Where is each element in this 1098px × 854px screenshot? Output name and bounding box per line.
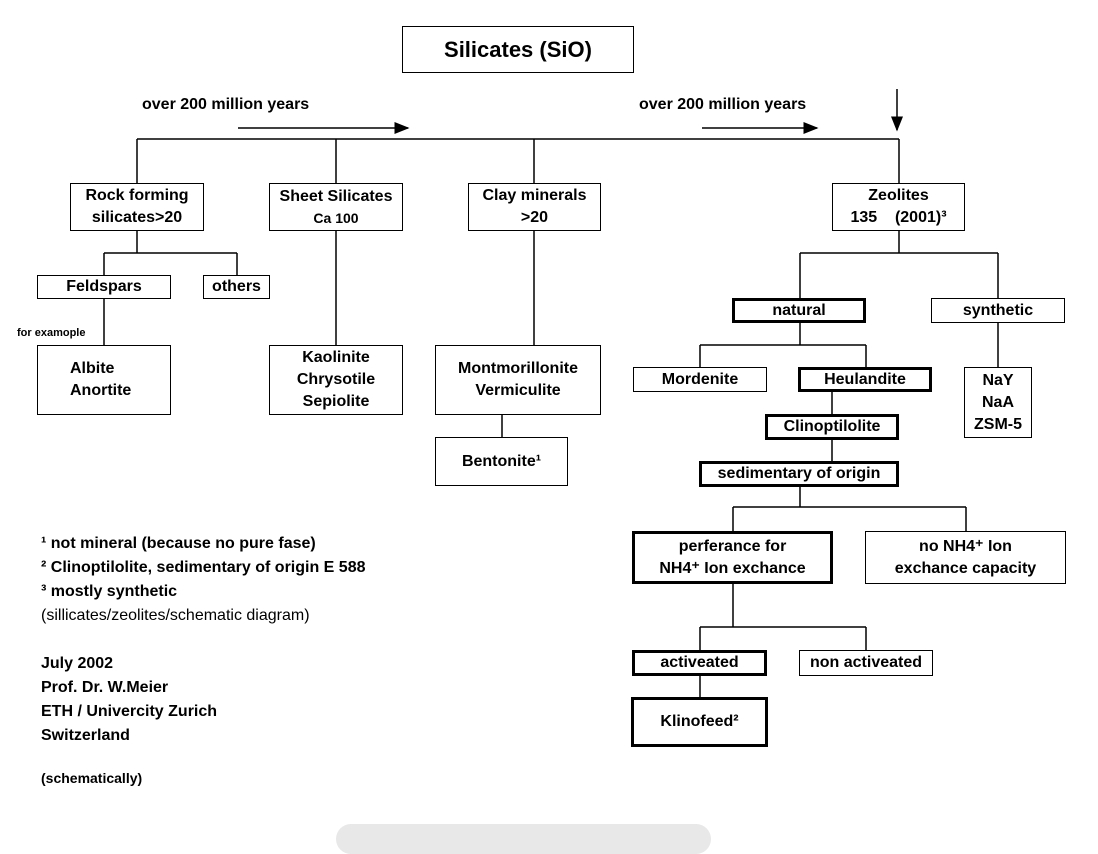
clay-minerals-line2: >20: [520, 209, 549, 226]
footnote-3: ³ mostly synthetic: [41, 583, 178, 600]
sheet-silicates-line2: Ca 100: [313, 210, 359, 226]
footnote-4: (sillicates/zeolites/schematic diagram): [41, 607, 310, 624]
synthetic-label: synthetic: [962, 301, 1034, 319]
sedimentary-box: sedimentary of origin: [699, 461, 899, 487]
zeolites-box: Zeolites 135 (2001)³: [832, 183, 965, 231]
time-label-left: over 200 million years: [142, 96, 310, 113]
clinoptilolite-box: Clinoptilolite: [765, 414, 899, 440]
synthetic-example-2: NaA: [981, 393, 1014, 411]
time-label-right: over 200 million years: [639, 96, 807, 113]
clay-examples-box: Montmorillonite Vermiculite: [435, 345, 601, 415]
synthetic-box: synthetic: [931, 298, 1065, 323]
rock-forming-box: Rock forming silicates>20: [70, 183, 204, 231]
rock-forming-line1: Rock forming: [85, 187, 189, 204]
feldspars-label: Feldspars: [66, 278, 142, 295]
footnotes: ¹ not mineral (because no pure fase) ² C…: [41, 532, 366, 628]
sheet-example-2: Chrysotile: [296, 371, 376, 388]
credits: July 2002 Prof. Dr. W.Meier ETH / Univer…: [41, 652, 217, 748]
clay-example-2: Vermiculite: [475, 382, 561, 399]
credit-date: July 2002: [41, 655, 114, 672]
heulandite-box: Heulandite: [798, 367, 932, 392]
clay-example-1: Montmorillonite: [458, 360, 578, 377]
preference-line1: perferance for: [678, 537, 787, 555]
preference-line2: NH4⁺ Ion exchance: [659, 559, 806, 577]
rock-forming-line2: silicates>20: [91, 209, 183, 226]
mordenite-label: Mordenite: [661, 370, 739, 388]
sheet-examples-box: Kaolinite Chrysotile Sepiolite: [269, 345, 403, 415]
sedimentary-label: sedimentary of origin: [717, 465, 881, 482]
credit-country: Switzerland: [41, 727, 130, 744]
sheet-silicates-line1: Sheet Silicates: [279, 188, 393, 205]
footnote-2: ² Clinoptilolite, sedimentary of origin …: [41, 559, 366, 576]
title-text: Silicates (SiO): [444, 36, 592, 62]
synthetic-example-1: NaY: [982, 371, 1014, 389]
clay-minerals-line1: Clay minerals: [482, 187, 587, 204]
synthetic-example-3: ZSM-5: [974, 415, 1022, 433]
feldspar-example-2: Anortite: [70, 382, 132, 399]
activated-label: activeated: [660, 654, 739, 671]
non-activated-box: non activeated: [799, 650, 933, 676]
klinofeed-label: Klinofeed²: [660, 713, 739, 730]
horizontal-scrollbar[interactable]: [336, 824, 711, 854]
klinofeed-box: Klinofeed²: [631, 697, 768, 747]
feldspar-examples-box: Albite Anortite: [37, 345, 171, 415]
credit-author: Prof. Dr. W.Meier: [41, 679, 169, 696]
clay-minerals-box: Clay minerals >20: [468, 183, 601, 231]
others-label: others: [212, 278, 261, 295]
footnote-1: ¹ not mineral (because no pure fase): [41, 535, 316, 552]
clinoptilolite-label: Clinoptilolite: [783, 418, 881, 435]
no-nh4-line2: exchance capacity: [894, 559, 1037, 577]
no-nh4-line1: no NH4⁺ Ion: [919, 537, 1012, 555]
bentonite-label: Bentonite¹: [461, 452, 542, 470]
synthetic-examples-box: NaY NaA ZSM-5: [964, 367, 1032, 438]
feldspars-box: Feldspars: [37, 275, 171, 299]
credit-institution: ETH / Univercity Zurich: [41, 703, 218, 720]
schematically-label: (schematically): [41, 770, 143, 786]
sheet-silicates-box: Sheet Silicates Ca 100: [269, 183, 403, 231]
others-box: others: [203, 275, 270, 299]
title-box: Silicates (SiO): [402, 26, 634, 73]
heulandite-label: Heulandite: [824, 370, 906, 388]
zeolites-line2: 135 (2001)³: [850, 209, 947, 226]
bentonite-box: Bentonite¹: [435, 437, 568, 486]
activated-box: activeated: [632, 650, 767, 676]
zeolites-line1: Zeolites: [868, 187, 929, 204]
natural-box: natural: [732, 298, 866, 323]
non-activated-label: non activeated: [809, 654, 923, 671]
sheet-example-3: Sepiolite: [302, 393, 370, 410]
mordenite-box: Mordenite: [633, 367, 767, 392]
no-nh4-box: no NH4⁺ Ion exchance capacity: [865, 531, 1066, 584]
preference-box: perferance for NH4⁺ Ion exchance: [632, 531, 833, 584]
natural-label: natural: [772, 301, 826, 319]
feldspar-example-1: Albite: [70, 360, 115, 377]
for-example-label: for examople: [17, 327, 86, 339]
sheet-example-1: Kaolinite: [302, 349, 370, 366]
